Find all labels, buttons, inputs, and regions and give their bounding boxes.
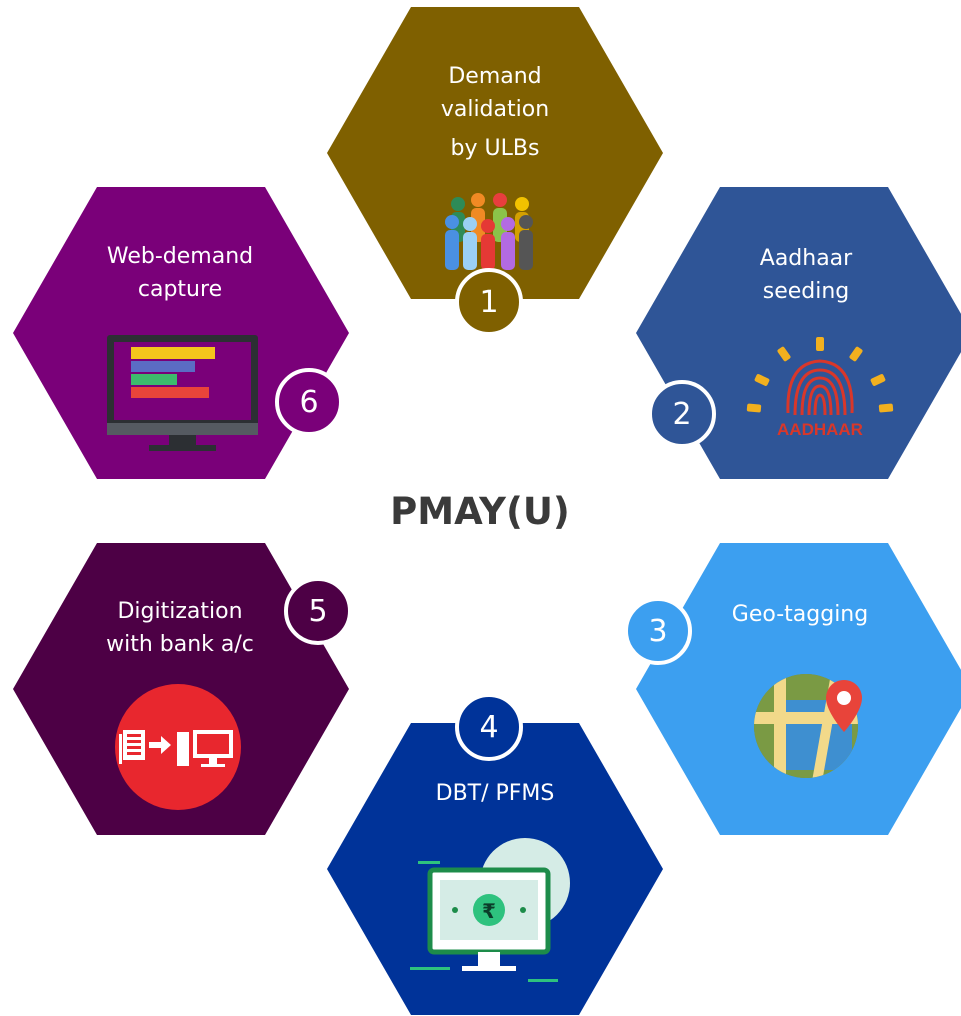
step-5-number-badge: 5 bbox=[284, 577, 352, 645]
center-title: PMAY(U) bbox=[390, 490, 570, 533]
step-1-number-badge: 1 bbox=[455, 268, 523, 336]
aadhaar-logo-text: AADHAAR bbox=[777, 420, 863, 439]
svg-text:₹: ₹ bbox=[482, 899, 496, 923]
aadhaar-logo-icon: AADHAAR bbox=[746, 337, 894, 439]
map-pin-icon bbox=[754, 674, 862, 778]
monitor-chart-icon bbox=[107, 335, 258, 451]
step-3-label: Geo-tagging bbox=[731, 602, 869, 627]
step-2-number-badge: 2 bbox=[648, 380, 716, 448]
step-2-label: Aadhaar seeding bbox=[759, 246, 853, 304]
step-6-label: Web-demand capture bbox=[106, 244, 254, 302]
step-3-number-badge: 3 bbox=[624, 597, 692, 665]
step-4-label: DBT/ PFMS bbox=[435, 781, 555, 806]
rupee-monitor-icon: ₹ bbox=[410, 838, 570, 982]
person-figure bbox=[445, 193, 533, 270]
step-1-label: Demand validation by ULBs bbox=[440, 64, 550, 161]
people-group-icon bbox=[445, 193, 533, 270]
step-4-number-badge: 4 bbox=[455, 693, 523, 761]
step-5-label: Digitization with bank a/c bbox=[106, 599, 254, 657]
step-6-number-badge: 6 bbox=[275, 368, 343, 436]
document-transfer-icon bbox=[115, 684, 241, 810]
